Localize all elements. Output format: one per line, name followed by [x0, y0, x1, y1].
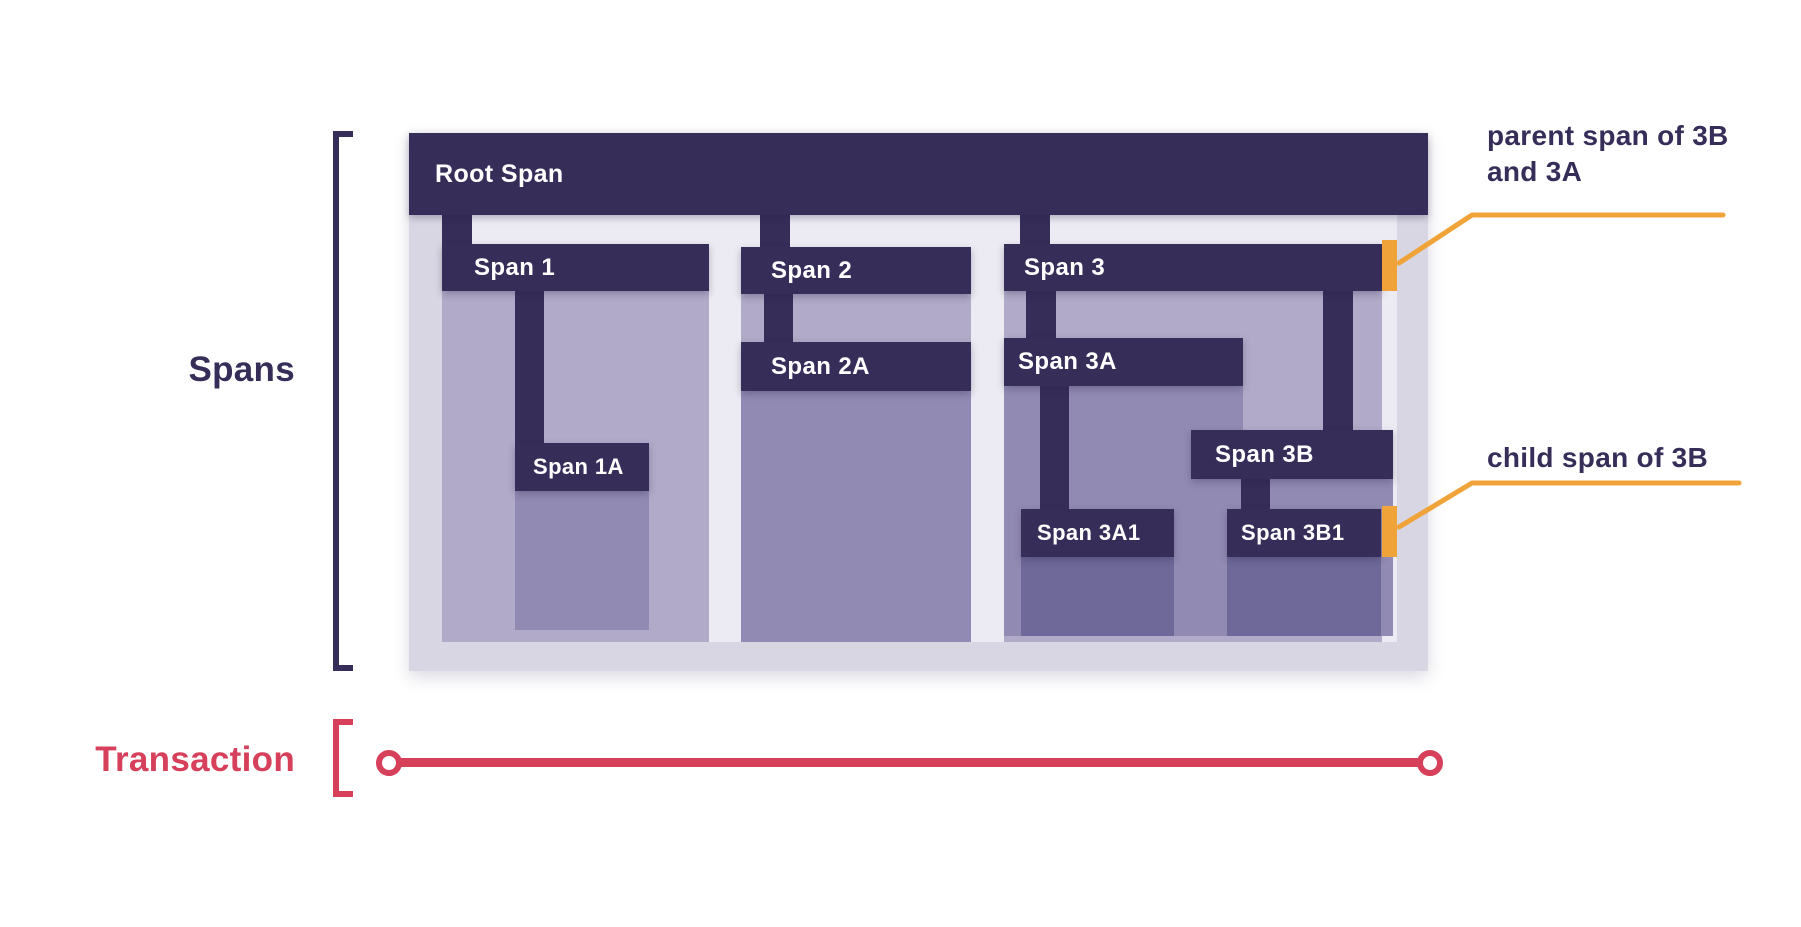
timeline-start-dot: [376, 750, 402, 776]
root-span-bar: Root Span: [409, 133, 1428, 215]
span-1-bar: Span 1: [442, 244, 709, 291]
span-2-bar: Span 2: [741, 247, 971, 294]
spans-label: Spans: [188, 350, 295, 389]
transaction-bracket: [333, 719, 353, 797]
span-3b1-bar: Span 3B1: [1227, 509, 1381, 557]
child-span-marker: [1382, 506, 1397, 557]
timeline-end-dot: [1417, 750, 1443, 776]
span-3b-bar: Span 3B: [1191, 430, 1393, 479]
span-1a-duration-region: [515, 491, 649, 630]
spans-bracket: [333, 131, 353, 671]
span-2a-bar: Span 2A: [741, 342, 971, 391]
span-1a-label: Span 1A: [533, 454, 624, 479]
span-1a-bar: Span 1A: [515, 443, 649, 491]
child-annotation-label: child span of 3B: [1487, 442, 1709, 473]
connector-span-3-to-3b: [1323, 289, 1353, 433]
connector-span-2-to-2a: [764, 292, 793, 345]
connector-span-1-to-1a: [515, 289, 544, 445]
span-3b-label: Span 3B: [1215, 440, 1314, 468]
root-span-label: Root Span: [435, 159, 564, 188]
connector-span-3b-to-3b1: [1241, 477, 1270, 512]
span-2-label: Span 2: [771, 256, 853, 284]
connector-root-to-span-2: [760, 213, 790, 250]
connector-root-to-span-3: [1020, 213, 1050, 247]
connector-span-3a-to-3a1: [1040, 384, 1069, 512]
span-2a-duration-region: [741, 391, 971, 642]
span-3a-label: Span 3A: [1018, 348, 1117, 375]
span-3b1-label: Span 3B1: [1241, 520, 1345, 545]
span-3a1-label: Span 3A1: [1037, 520, 1141, 545]
connector-span-3-to-3a: [1026, 289, 1056, 341]
connector-root-to-span-1: [442, 213, 472, 247]
child-annotation-line: [1396, 480, 1742, 530]
transaction-label: Transaction: [95, 740, 295, 779]
span-3-label: Span 3: [1024, 253, 1106, 281]
span-3a1-duration-region: [1021, 557, 1174, 636]
parent-annotation-label: parent span of 3B and 3A: [1487, 120, 1729, 188]
span-3a1-bar: Span 3A1: [1021, 509, 1174, 557]
transaction-timeline: [387, 758, 1430, 767]
span-2a-label: Span 2A: [771, 352, 870, 380]
span-1-label: Span 1: [474, 253, 556, 281]
span-3a-bar: Span 3A: [1004, 338, 1243, 386]
parent-span-marker: [1382, 240, 1397, 291]
parent-annotation-line: [1396, 212, 1726, 266]
span-3b1-duration-region: [1227, 557, 1381, 636]
span-3-bar: Span 3: [1004, 244, 1382, 291]
